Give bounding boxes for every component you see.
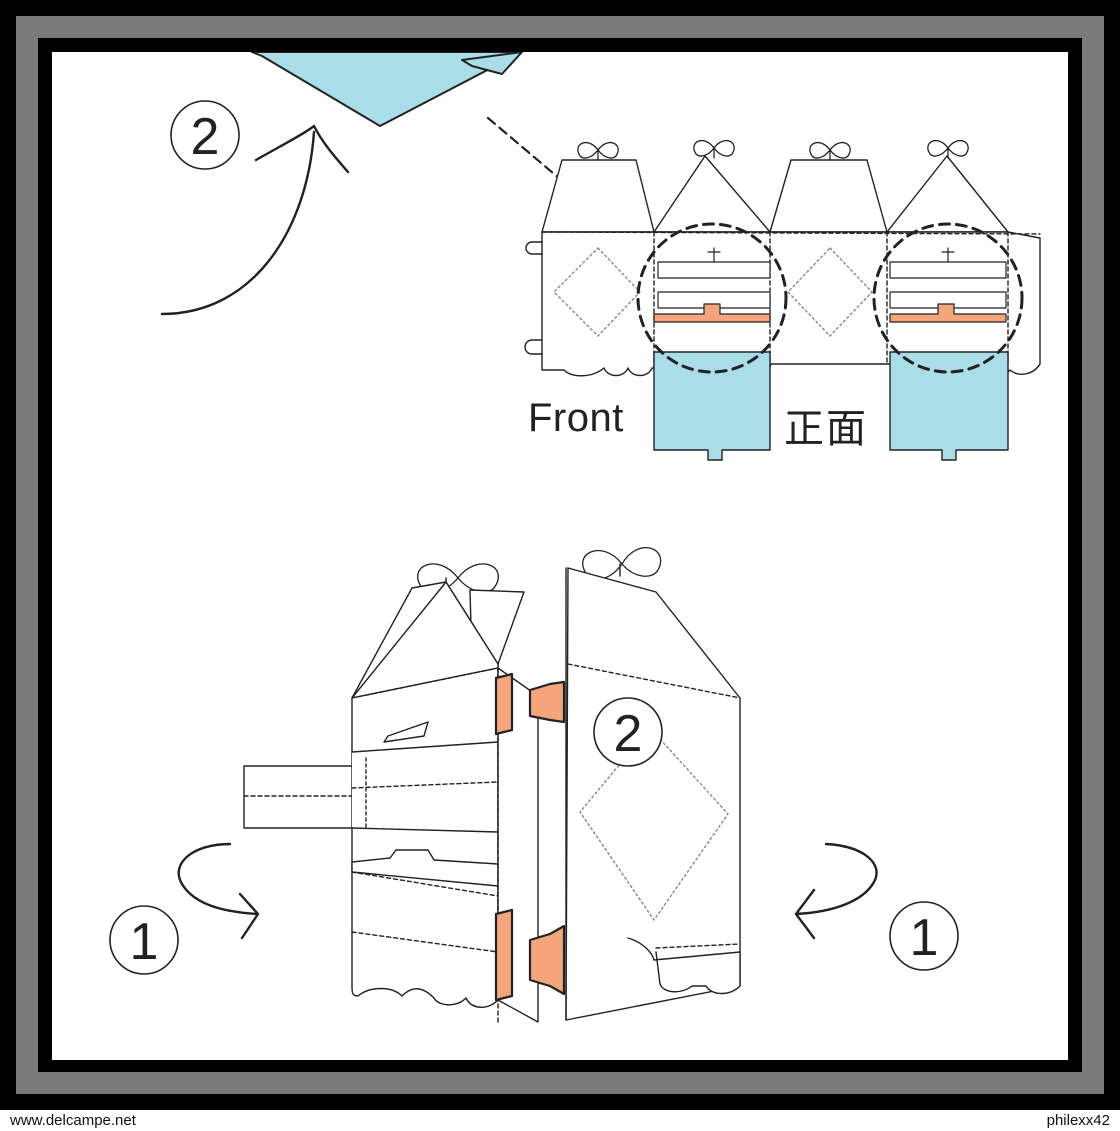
assembly-right-part <box>528 547 741 1021</box>
footer-bar: www.delcampe.net philexx42 <box>0 1110 1120 1131</box>
flat-layout <box>524 139 1041 461</box>
step-1-right: 1 <box>889 901 959 971</box>
footer-right-text: philexx42 <box>1046 1112 1110 1129</box>
diagram-svg: 2 <box>109 52 1041 1023</box>
footer-left-text: www.delcampe.net <box>10 1112 136 1129</box>
front-label-jp: 正面 <box>784 406 868 452</box>
assembly-left-part <box>243 563 539 1023</box>
rotate-arrow-right <box>794 842 878 940</box>
step-1-right-label: 1 <box>910 909 939 967</box>
step-1-left: 1 <box>109 905 179 975</box>
rotate-arrow-left <box>177 842 260 940</box>
curved-arrow-up <box>160 124 350 316</box>
step-2-bottom-label: 2 <box>614 705 643 763</box>
step-2-top-label: 2 <box>191 108 220 166</box>
step-1-left-label: 1 <box>130 913 159 971</box>
front-label: Front <box>528 396 624 440</box>
step-2-bottom: 2 <box>593 697 663 767</box>
folding-blue-panel <box>251 52 523 127</box>
step-2-top: 2 <box>170 100 240 170</box>
instruction-diagram: 2 <box>52 52 1068 1060</box>
